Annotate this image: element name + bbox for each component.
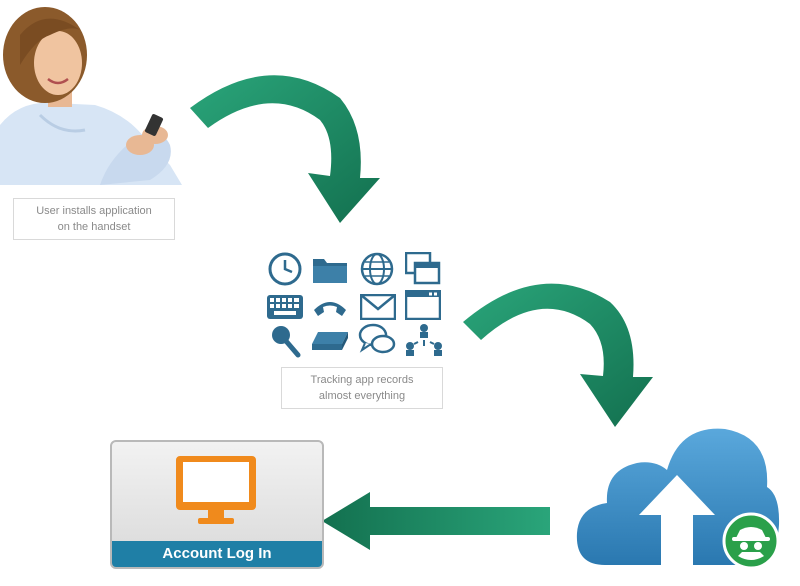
monitor-icon: [176, 456, 256, 524]
mail-icon: [360, 294, 396, 320]
network-icon: [406, 324, 442, 356]
phone-icon: [314, 302, 346, 316]
caption-user-installs-line1: User installs application: [36, 205, 152, 217]
chat-icon: [358, 323, 396, 354]
drive-icon: [312, 332, 348, 350]
caption-tracking-records: Tracking app records almost everything: [281, 367, 443, 409]
curved-arrow-record-to-cloud: [463, 283, 653, 427]
microphone-icon: [272, 326, 301, 358]
account-login-label: Account Log In: [112, 541, 322, 567]
caption-tracking-line1: Tracking app records: [310, 374, 414, 386]
folder-icon: [313, 259, 347, 283]
account-login-panel: Account Log In: [110, 440, 324, 569]
browser-window-icon: [405, 290, 441, 320]
globe-icon: [360, 252, 394, 286]
caption-user-installs: User installs application on the handset: [13, 198, 175, 240]
curved-arrow-install-to-record: [190, 75, 380, 223]
clock-icon: [268, 252, 302, 286]
user-with-phone-photo: [0, 5, 185, 185]
arrow-cloud-to-account: [322, 492, 550, 550]
keyboard-icon: [267, 295, 303, 319]
caption-user-installs-line2: on the handset: [57, 221, 131, 233]
caption-tracking-line2: almost everything: [318, 390, 406, 402]
windows-icon: [405, 252, 441, 285]
spy-badge-icon: [722, 512, 780, 570]
